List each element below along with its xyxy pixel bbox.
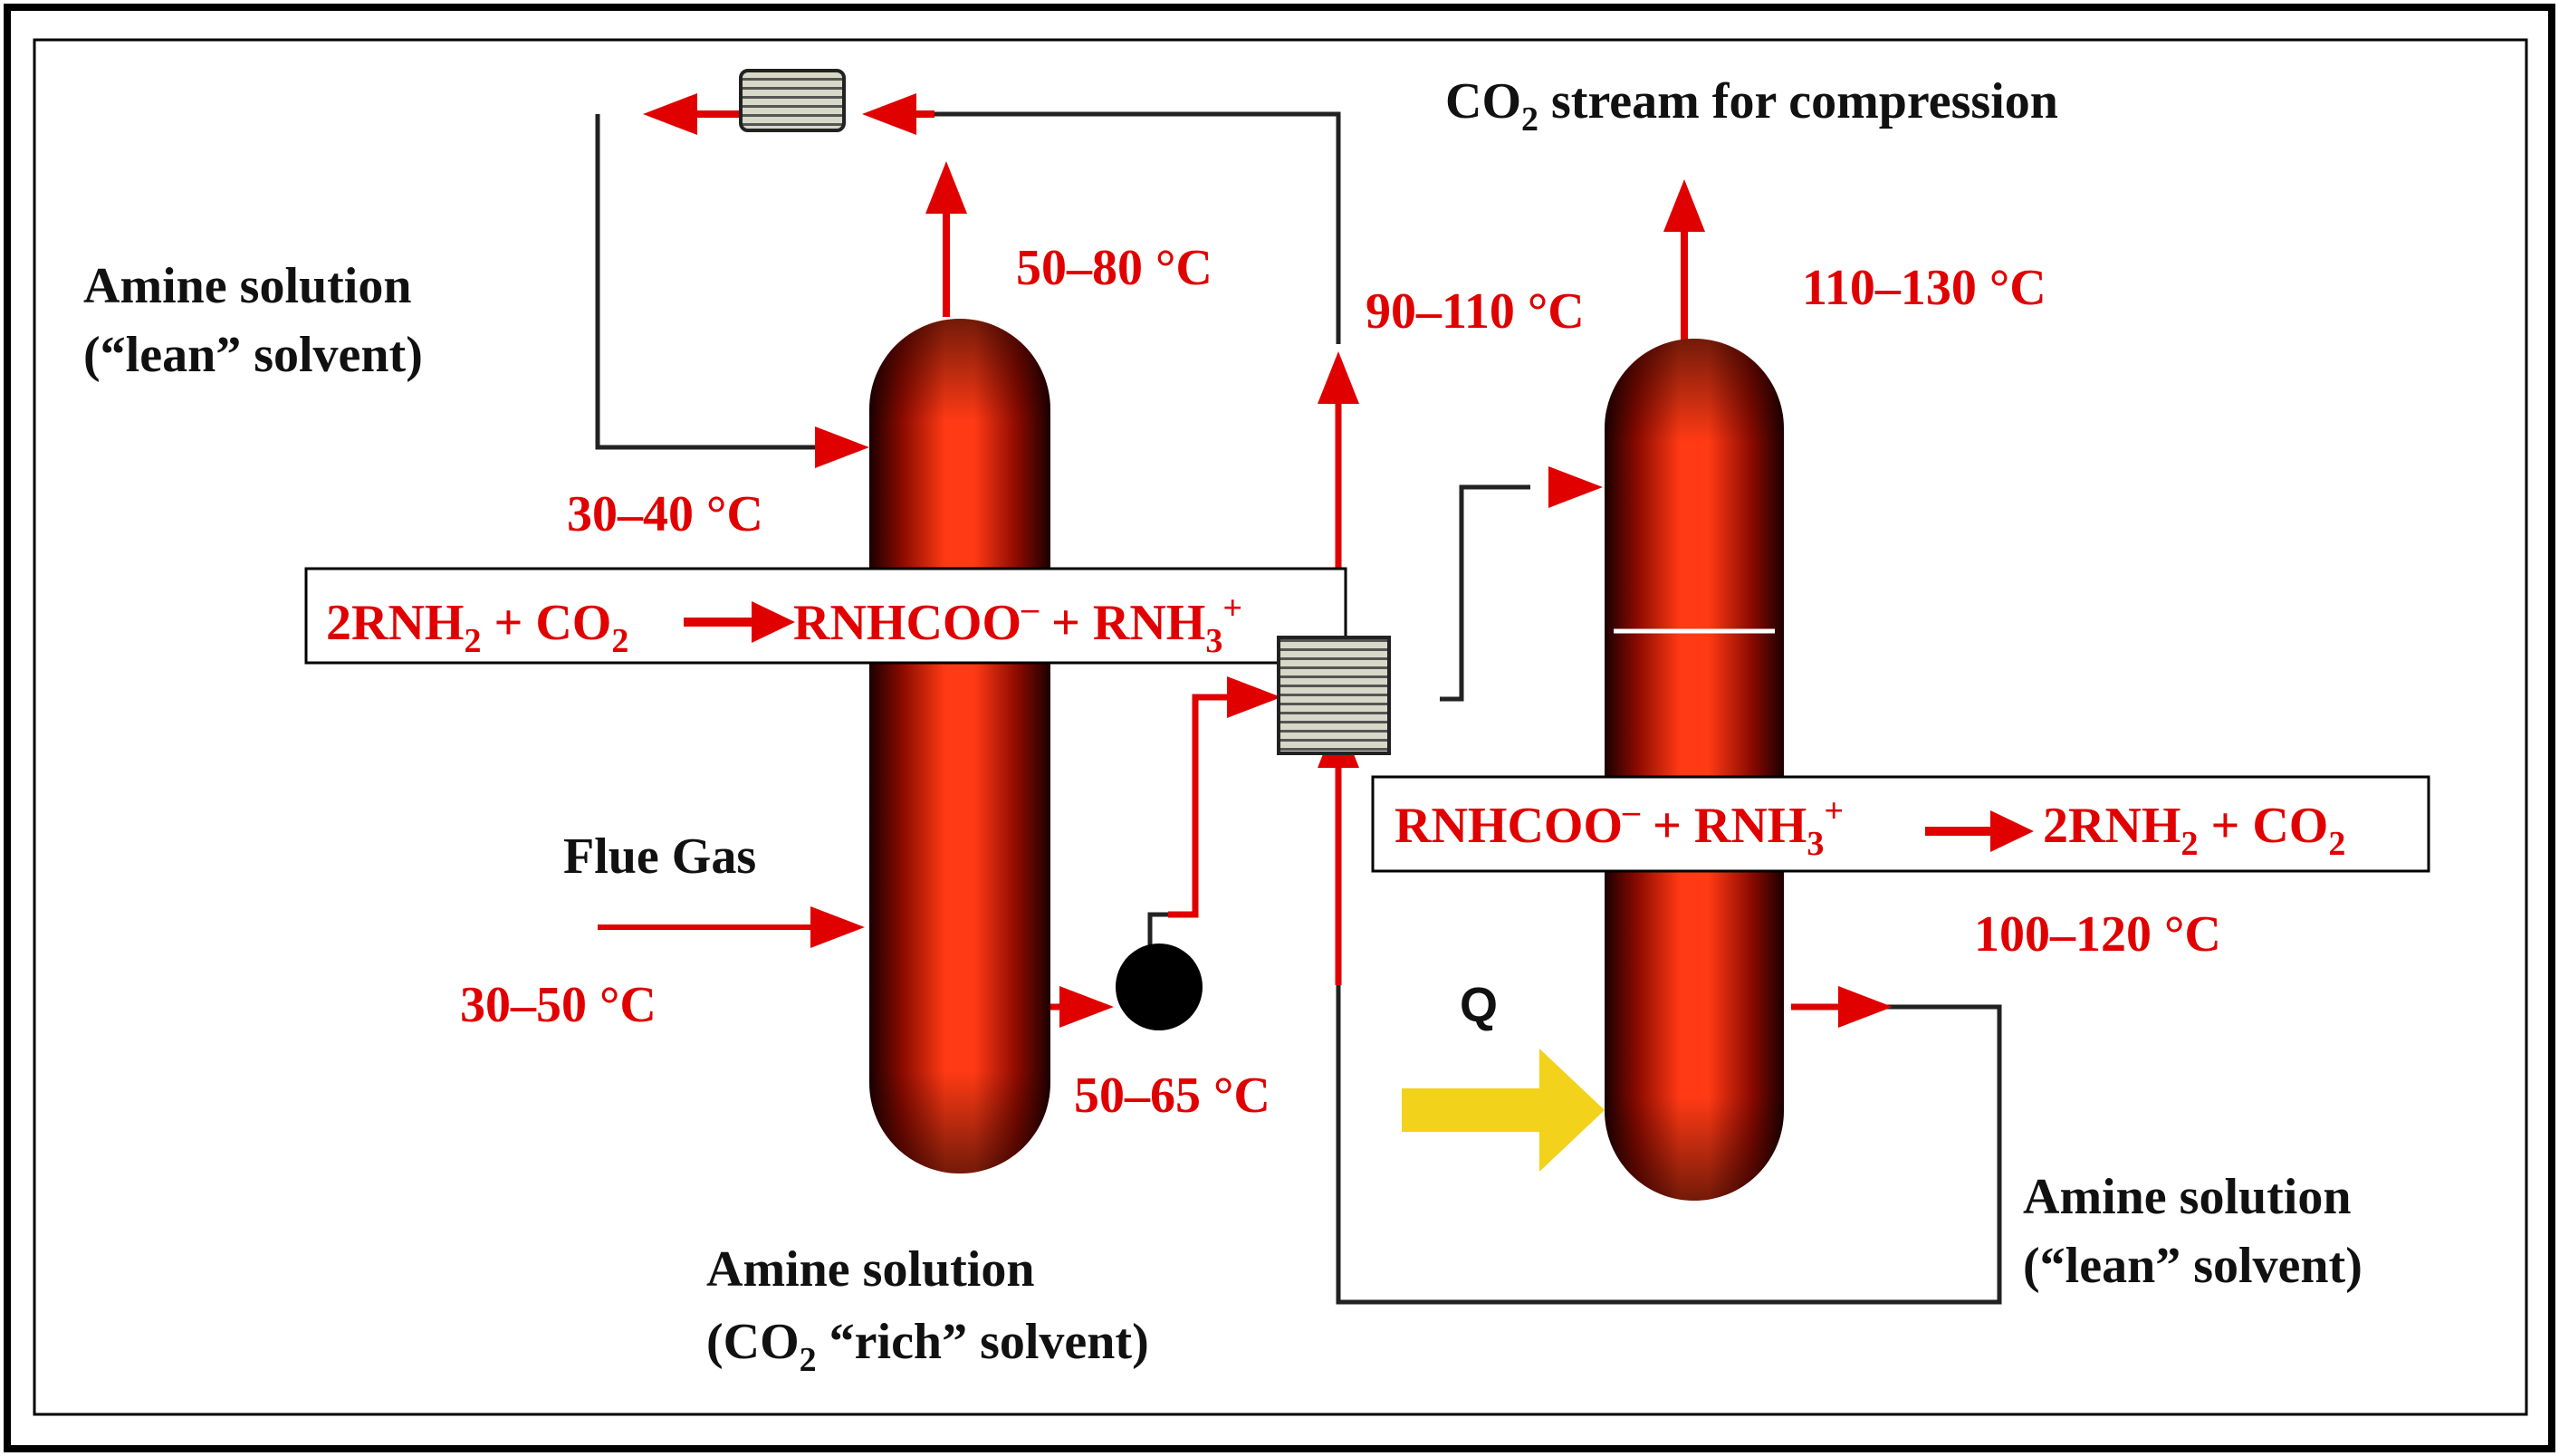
co2-out-arrow-icon bbox=[1663, 179, 1705, 232]
hx-hot-outlet-arrow-icon bbox=[1318, 351, 1359, 404]
stripper-bottom-arrow-icon bbox=[1838, 986, 1893, 1028]
temp-hx-outlet: 90–110 °C bbox=[1366, 283, 1585, 340]
absorption-equation: 2RNH2 + CO2 bbox=[326, 595, 628, 660]
heat-input-arrow-icon bbox=[1402, 1049, 1605, 1172]
black-piping bbox=[595, 111, 2002, 1305]
absorption-reaction-arrow-icon bbox=[684, 601, 795, 643]
lean-solvent-top-label: Amine solution (“lean” solvent) bbox=[83, 258, 425, 383]
temp-lean-inlet: 30–40 °C bbox=[567, 486, 763, 542]
temp-stripper-top: 110–130 °C bbox=[1802, 260, 2046, 316]
temp-rich-outlet: 50–65 °C bbox=[1074, 1068, 1270, 1124]
flue-gas-label: Flue Gas bbox=[563, 829, 756, 885]
absorber-column bbox=[869, 319, 1050, 1173]
condensate-arrow-icon bbox=[862, 93, 916, 135]
inner-border bbox=[33, 38, 2528, 1416]
outer-border bbox=[4, 4, 2555, 1452]
stripper-column bbox=[1605, 339, 1784, 1201]
absorption-equation-products: RNHCOO– + RNH3+ bbox=[793, 589, 1242, 660]
temp-flue-gas: 30–50 °C bbox=[460, 977, 657, 1033]
rich-outlet-arrow-icon bbox=[1059, 986, 1114, 1028]
absorber-overhead-arrow-icon bbox=[925, 161, 967, 214]
desorption-reaction-box bbox=[1371, 775, 2430, 873]
temp-absorber-top: 50–80 °C bbox=[1016, 240, 1212, 296]
lean-return-arrow-icon bbox=[643, 93, 697, 135]
hx-inlet-arrow-icon bbox=[1227, 676, 1281, 718]
desorption-equation: RNHCOO– + RNH3+ bbox=[1395, 792, 1844, 863]
hx-front-cover bbox=[1277, 636, 1391, 755]
absorption-reaction-box bbox=[304, 567, 1347, 665]
rich-solvent-pump bbox=[1116, 944, 1203, 1030]
lean-inlet-arrow-icon bbox=[815, 426, 869, 468]
desorption-equation-products: 2RNH2 + CO2 bbox=[2043, 798, 2345, 863]
co2-stream-label: CO2 stream for compression bbox=[1445, 73, 2058, 139]
top-heat-exchanger bbox=[739, 69, 846, 132]
lean-solvent-bottom-label: Amine solution (“lean” solvent) bbox=[2023, 1169, 2364, 1294]
desorption-reaction-arrow-icon bbox=[1925, 810, 2034, 852]
rich-solvent-label: Amine solution (CO2 “rich” solvent) bbox=[706, 1241, 1149, 1379]
stripper-feed-arrow-icon bbox=[1548, 466, 1603, 508]
temp-stripper-bottom: 100–120 °C bbox=[1974, 906, 2221, 963]
flue-gas-arrow-icon bbox=[810, 906, 865, 948]
heat-q-label: Q bbox=[1460, 978, 1498, 1032]
